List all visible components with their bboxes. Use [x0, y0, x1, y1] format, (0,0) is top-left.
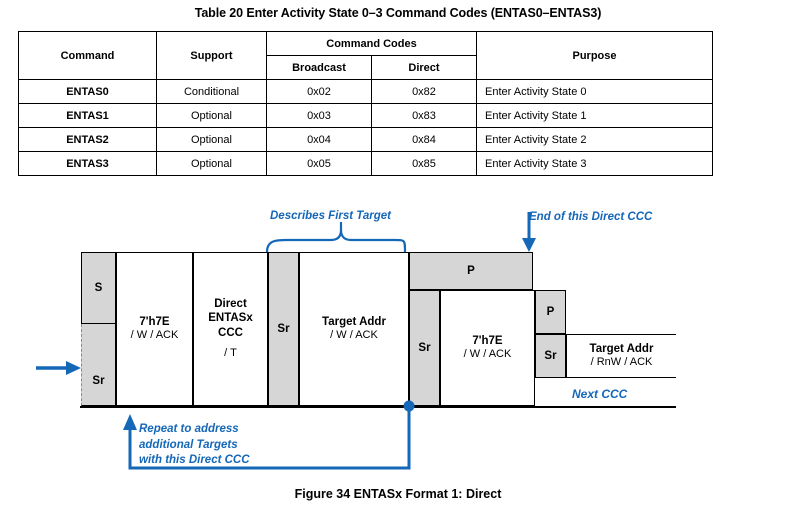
field-start-s-label: S [94, 281, 103, 294]
field-restart-sr-target1: Sr [268, 252, 299, 406]
column-header-command-codes: Command Codes [266, 31, 477, 56]
column-header-direct: Direct [371, 55, 477, 80]
cell-support: Optional [156, 103, 267, 128]
cell-direct: 0x82 [371, 79, 477, 104]
annotation-repeat-direct-ccc: Repeat to address additional Targets wit… [139, 423, 250, 467]
field-broadcast-address-1-label: 7'h7E [139, 315, 170, 328]
field-restart-sr-second: Sr [409, 290, 440, 406]
field-restart-sr-third: Sr [535, 334, 566, 378]
field-broadcast-address-1-sub: / W / ACK [130, 329, 179, 342]
cell-direct: 0x85 [371, 151, 477, 176]
field-direct-entasx-ccc: Direct ENTASx CCC / T [193, 252, 268, 406]
cell-purpose: Enter Activity State 1 [476, 103, 713, 128]
brace-describes-first-target [265, 222, 407, 253]
field-target-address-2: Target Addr / RnW / ACK [566, 334, 676, 378]
cell-direct: 0x84 [371, 127, 477, 152]
cell-broadcast: 0x02 [266, 79, 372, 104]
arrow-right-restart-entry [36, 361, 81, 375]
field-direct-entasx-ccc-line2: ENTASx [208, 312, 253, 325]
cell-command: ENTAS3 [18, 151, 157, 176]
cell-purpose: Enter Activity State 3 [476, 151, 713, 176]
annotation-describes-first-target: Describes First Target [270, 210, 392, 222]
arrow-down-end-of-ccc [522, 212, 536, 252]
field-stop-p-large-label: P [467, 264, 475, 277]
cell-broadcast: 0x03 [266, 103, 372, 128]
field-start-s: S [81, 252, 116, 324]
table-row: ENTAS1 Optional 0x03 0x83 Enter Activity… [18, 103, 713, 128]
field-restart-sr-second-label: Sr [418, 341, 431, 354]
field-target-address-1: Target Addr / W / ACK [299, 252, 409, 406]
field-restart-sr-entry-label: Sr [92, 375, 105, 388]
arrow-repeat-loop [123, 400, 415, 470]
entasx-direct-frame-diagram: Describes First Target End of this Direc… [0, 190, 796, 480]
table-row: ENTAS2 Optional 0x04 0x84 Enter Activity… [18, 127, 713, 152]
field-target-address-2-sub: / RnW / ACK [590, 356, 653, 369]
cell-command: ENTAS0 [18, 79, 157, 104]
cell-command: ENTAS1 [18, 103, 157, 128]
cell-purpose: Enter Activity State 0 [476, 79, 713, 104]
field-direct-entasx-ccc-line1: Direct [214, 298, 247, 311]
cell-direct: 0x83 [371, 103, 477, 128]
field-stop-p-small-label: P [546, 305, 555, 318]
bus-baseline [80, 406, 676, 408]
field-broadcast-address-2-label: 7'h7E [472, 334, 503, 347]
table-header-row-1: Command Support Command Codes Purpose [18, 31, 713, 80]
field-broadcast-address-2: 7'h7E / W / ACK [440, 290, 535, 406]
column-header-command: Command [18, 31, 157, 80]
field-direct-entasx-ccc-sub: / T [224, 347, 237, 360]
field-target-address-1-label: Target Addr [322, 315, 386, 328]
field-restart-sr-target1-label: Sr [277, 322, 290, 335]
field-restart-sr-third-label: Sr [544, 349, 557, 362]
cell-broadcast: 0x05 [266, 151, 372, 176]
figure-caption: Figure 34 ENTASx Format 1: Direct [294, 487, 502, 501]
field-restart-sr-entry: Sr [81, 324, 116, 406]
field-target-address-2-label: Target Addr [589, 342, 654, 355]
cell-purpose: Enter Activity State 2 [476, 127, 713, 152]
table-row: ENTAS3 Optional 0x05 0x85 Enter Activity… [18, 151, 713, 176]
cell-broadcast: 0x04 [266, 127, 372, 152]
annotation-next-ccc: Next CCC [572, 387, 628, 401]
table-title: Table 20 Enter Activity State 0–3 Comman… [194, 6, 602, 20]
field-broadcast-address-2-sub: / W / ACK [463, 348, 512, 361]
command-codes-table: Command Support Command Codes Purpose Br… [18, 31, 713, 176]
field-stop-p-small: P [535, 290, 566, 334]
cell-command: ENTAS2 [18, 127, 157, 152]
column-header-purpose: Purpose [476, 31, 713, 80]
table-header-row-2: Broadcast Direct [19, 55, 713, 80]
field-stop-p-large: P [409, 252, 533, 290]
column-header-support: Support [156, 31, 267, 80]
cell-support: Conditional [156, 79, 267, 104]
column-header-broadcast: Broadcast [266, 55, 372, 80]
table-row: ENTAS0 Conditional 0x02 0x82 Enter Activ… [18, 79, 713, 104]
field-direct-entasx-ccc-line3: CCC [218, 326, 243, 339]
cell-support: Optional [156, 127, 267, 152]
cell-support: Optional [156, 151, 267, 176]
field-target-address-1-sub: / W / ACK [330, 329, 378, 342]
field-broadcast-address-1: 7'h7E / W / ACK [116, 252, 193, 406]
annotation-end-of-direct-ccc: End of this Direct CCC [529, 211, 653, 223]
